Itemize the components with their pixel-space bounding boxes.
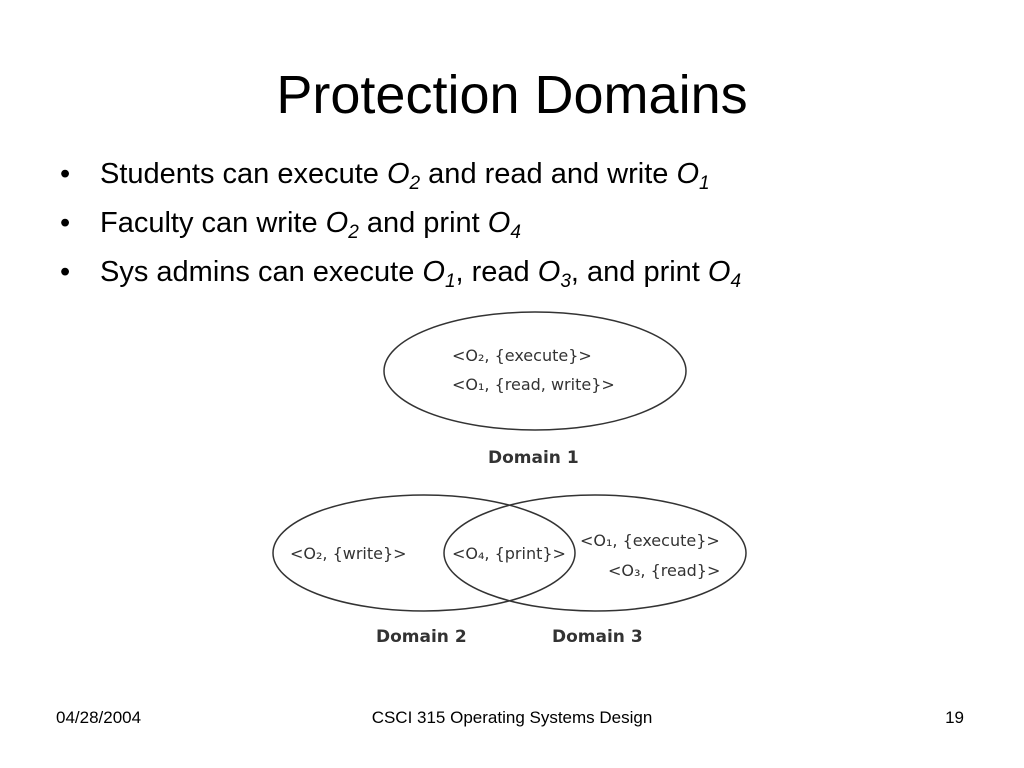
domain-2-ellipse — [272, 494, 576, 612]
bullet-dot: • — [60, 256, 71, 288]
domain-2-label: Domain 2 — [376, 627, 467, 647]
bullet-text: Students can execute — [100, 158, 387, 190]
object-ref: O — [676, 158, 700, 190]
bullet-text: Faculty can write — [100, 207, 326, 239]
domain-1-ellipse — [383, 311, 687, 431]
bullet-dot: • — [60, 207, 71, 239]
object-ref: O — [487, 207, 511, 239]
domain-2-entry: <O₂, {write}> — [290, 544, 407, 563]
object-index: 2 — [409, 173, 421, 194]
domain-1-entry: <O₁, {read, write}> — [452, 375, 615, 394]
bullet-text: and read and write — [420, 158, 677, 190]
slide-title: Protection Domains — [276, 65, 748, 125]
domain-1-label: Domain 1 — [488, 448, 579, 468]
shared-entry: <O₄, {print}> — [452, 544, 566, 563]
object-ref: O — [422, 256, 445, 288]
domain-3-ellipse — [443, 494, 747, 612]
object-ref: O — [386, 158, 410, 190]
object-ref: O — [537, 256, 561, 288]
domain-3-entry: <O₃, {read}> — [608, 561, 720, 580]
object-ref: O — [325, 207, 349, 239]
bullet-dot: • — [60, 158, 71, 190]
domain-3-label: Domain 3 — [552, 627, 643, 647]
object-index: 3 — [560, 271, 571, 292]
footer-page-number: 19 — [945, 708, 964, 727]
bullet-text: and print — [358, 207, 488, 239]
bullet-text: , and print — [570, 256, 708, 288]
footer-course: CSCI 315 Operating Systems Design — [371, 708, 653, 727]
object-index: 2 — [348, 222, 359, 243]
bullet-list: • Students can execute O2 and read and w… — [58, 153, 741, 300]
bullet-item-students: • Students can execute O2 and read and w… — [58, 153, 741, 202]
bullet-text: Sys admins can execute — [100, 256, 423, 288]
bullet-item-sysadmins: • Sys admins can execute O1, read O3, an… — [58, 251, 741, 300]
bullet-item-faculty: • Faculty can write O2 and print O4 — [58, 202, 741, 251]
object-index: 1 — [699, 173, 710, 194]
object-index: 1 — [444, 271, 456, 292]
object-ref: O — [707, 256, 731, 288]
object-index: 4 — [510, 222, 521, 243]
bullet-text: , read — [455, 256, 538, 288]
domain-1-entry: <O₂, {execute}> — [452, 346, 592, 365]
domain-3-entry: <O₁, {execute}> — [580, 531, 720, 550]
footer-date: 04/28/2004 — [56, 708, 142, 727]
object-index: 4 — [730, 271, 742, 292]
